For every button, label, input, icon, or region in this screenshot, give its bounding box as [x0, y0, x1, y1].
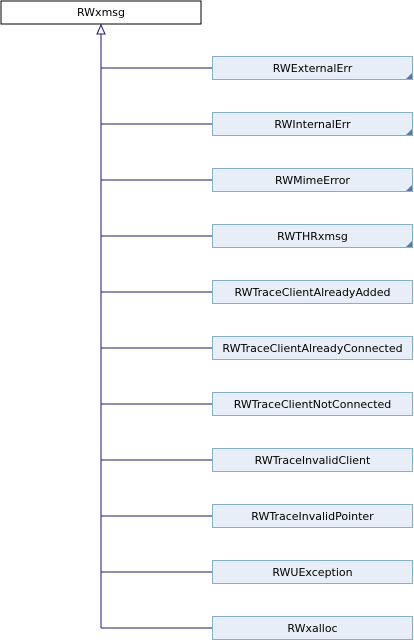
derived-class-label: RWTraceClientNotConnected — [234, 398, 392, 411]
derived-class-box — [212, 336, 413, 360]
derived-class-node[interactable]: RWTraceInvalidPointer — [212, 504, 413, 528]
derived-class-box — [212, 280, 413, 304]
derived-class-box — [212, 224, 413, 248]
derived-class-label: RWInternalErr — [274, 118, 351, 131]
derived-class-label: RWTHRxmsg — [277, 230, 348, 243]
derived-class-box — [212, 448, 413, 472]
expandable-corner-icon — [406, 241, 412, 247]
expandable-corner-icon — [406, 129, 412, 135]
expandable-corner-icon — [406, 73, 412, 79]
base-class-node[interactable]: RWxmsg — [0, 0, 202, 25]
derived-class-box — [212, 392, 413, 416]
derived-class-label: RWMimeError — [275, 174, 350, 187]
inheritance-edges — [96, 23, 212, 629]
derived-class-label: RWTraceInvalidClient — [255, 454, 371, 467]
derived-class-label: RWTraceInvalidPointer — [251, 510, 374, 523]
inheritance-arrow-head — [96, 23, 106, 35]
derived-class-node[interactable]: RWTraceClientAlreadyAdded — [212, 280, 413, 304]
derived-class-box — [212, 112, 413, 136]
derived-class-node[interactable]: RWMimeError — [212, 168, 413, 192]
base-class-box — [0, 0, 202, 25]
derived-class-label: RWxalloc — [287, 622, 337, 635]
derived-class-node[interactable]: RWInternalErr — [212, 112, 413, 136]
derived-class-node[interactable]: RWExternalErr — [212, 56, 413, 80]
derived-class-box — [212, 504, 413, 528]
derived-class-nodes: RWExternalErrRWInternalErrRWMimeErrorRWT… — [212, 56, 413, 640]
derived-class-label: RWTraceClientAlreadyConnected — [222, 342, 402, 355]
derived-class-node[interactable]: RWTHRxmsg — [212, 224, 413, 248]
derived-class-box — [212, 168, 413, 192]
derived-class-node[interactable]: RWTraceClientAlreadyConnected — [212, 336, 413, 360]
derived-class-node[interactable]: RWxalloc — [212, 616, 413, 640]
expandable-corner-icon — [406, 185, 412, 191]
derived-class-label: RWTraceClientAlreadyAdded — [234, 286, 390, 299]
derived-class-label: RWExternalErr — [273, 62, 353, 75]
derived-class-label: RWUException — [272, 566, 352, 579]
derived-class-node[interactable]: RWTraceInvalidClient — [212, 448, 413, 472]
derived-class-node[interactable]: RWTraceClientNotConnected — [212, 392, 413, 416]
base-class-label: RWxmsg — [77, 6, 125, 19]
derived-class-node[interactable]: RWUException — [212, 560, 413, 584]
derived-class-box — [212, 56, 413, 80]
derived-class-box — [212, 560, 413, 584]
